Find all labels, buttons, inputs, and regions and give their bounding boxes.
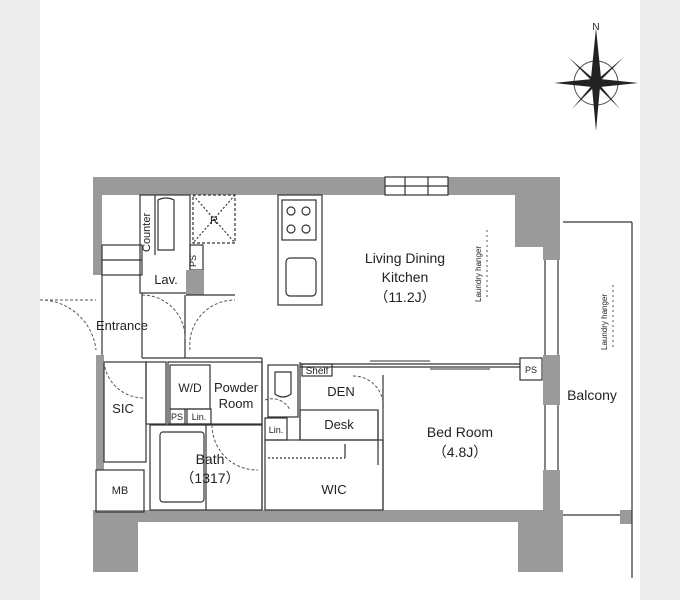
bed-label: Bed Room [427, 424, 493, 440]
lav-basin [157, 197, 175, 251]
kitchen-counter [277, 194, 323, 306]
laundry-hanger-label-2: Laundry hanger [600, 294, 609, 350]
bathtub [159, 431, 205, 503]
desk-label: Desk [324, 417, 354, 432]
entrance-label: Entrance [96, 318, 148, 333]
sic-label: SIC [112, 401, 134, 416]
sliding-doors [370, 360, 490, 370]
ps-label-1: PS [188, 255, 198, 267]
wd-label: W/D [178, 381, 202, 395]
powder-label-line1: Powder [214, 380, 259, 395]
walls [93, 177, 632, 572]
partitions [95, 176, 633, 578]
bath-size-label: （1317） [180, 470, 239, 486]
stove [281, 199, 317, 241]
mb-box [95, 469, 145, 513]
door-swings [39, 294, 384, 471]
shelf-box [301, 363, 333, 377]
laundry-hanger-label-1: Laundry hanger [474, 246, 483, 302]
kitchen-sink [285, 257, 317, 297]
counter-label: Counter [141, 213, 153, 252]
compass [554, 28, 638, 131]
lin-box-1 [186, 408, 212, 425]
lav-room [139, 194, 191, 294]
wall-left-lower [96, 355, 104, 470]
fridge-label: R [210, 215, 218, 227]
wall-bottom [93, 510, 563, 522]
lin-label-2: Lin. [269, 425, 284, 435]
lin-label-1: Lin. [192, 412, 207, 422]
pillar-bottom-right [518, 510, 563, 572]
den-label: DEN [327, 384, 354, 399]
lav-label: Lav. [154, 272, 178, 287]
mb-label: MB [112, 485, 129, 497]
ps-box-3 [519, 357, 543, 381]
ps-label-2: PS [171, 412, 183, 422]
ldk-label-line1: Living Dining [365, 250, 445, 266]
wall-right-pier-2 [543, 355, 560, 405]
wic-label: WIC [321, 482, 346, 497]
wall-left-upper [93, 177, 102, 275]
floor-plan-sheet [40, 0, 640, 600]
powder-basin-box [267, 364, 299, 418]
ps-box-2 [169, 408, 186, 425]
balcony-label: Balcony [567, 387, 617, 403]
shelf-label: Shelf [306, 366, 329, 377]
wall-top-left [93, 177, 385, 195]
powder-label-line2: Room [219, 396, 254, 411]
sic-shelf [145, 361, 167, 425]
ps-label-3: PS [525, 365, 537, 375]
wall-right-block [515, 177, 560, 247]
compass-north-label: N [592, 22, 599, 33]
fridge-box [192, 194, 236, 244]
bed-size-label: （4.8J） [433, 444, 487, 460]
pillar-bottom-left [93, 510, 138, 572]
ldk-label-line2: Kitchen [382, 269, 429, 285]
bath-label: Bath [196, 451, 225, 467]
wic-room [264, 439, 384, 511]
wall-right-pier-1 [543, 240, 560, 260]
balcony-post [620, 510, 632, 524]
ldk-size-label: （11.2J） [374, 289, 435, 305]
laundry-lines [486, 230, 614, 350]
wall-right-pier-3 [543, 470, 560, 520]
